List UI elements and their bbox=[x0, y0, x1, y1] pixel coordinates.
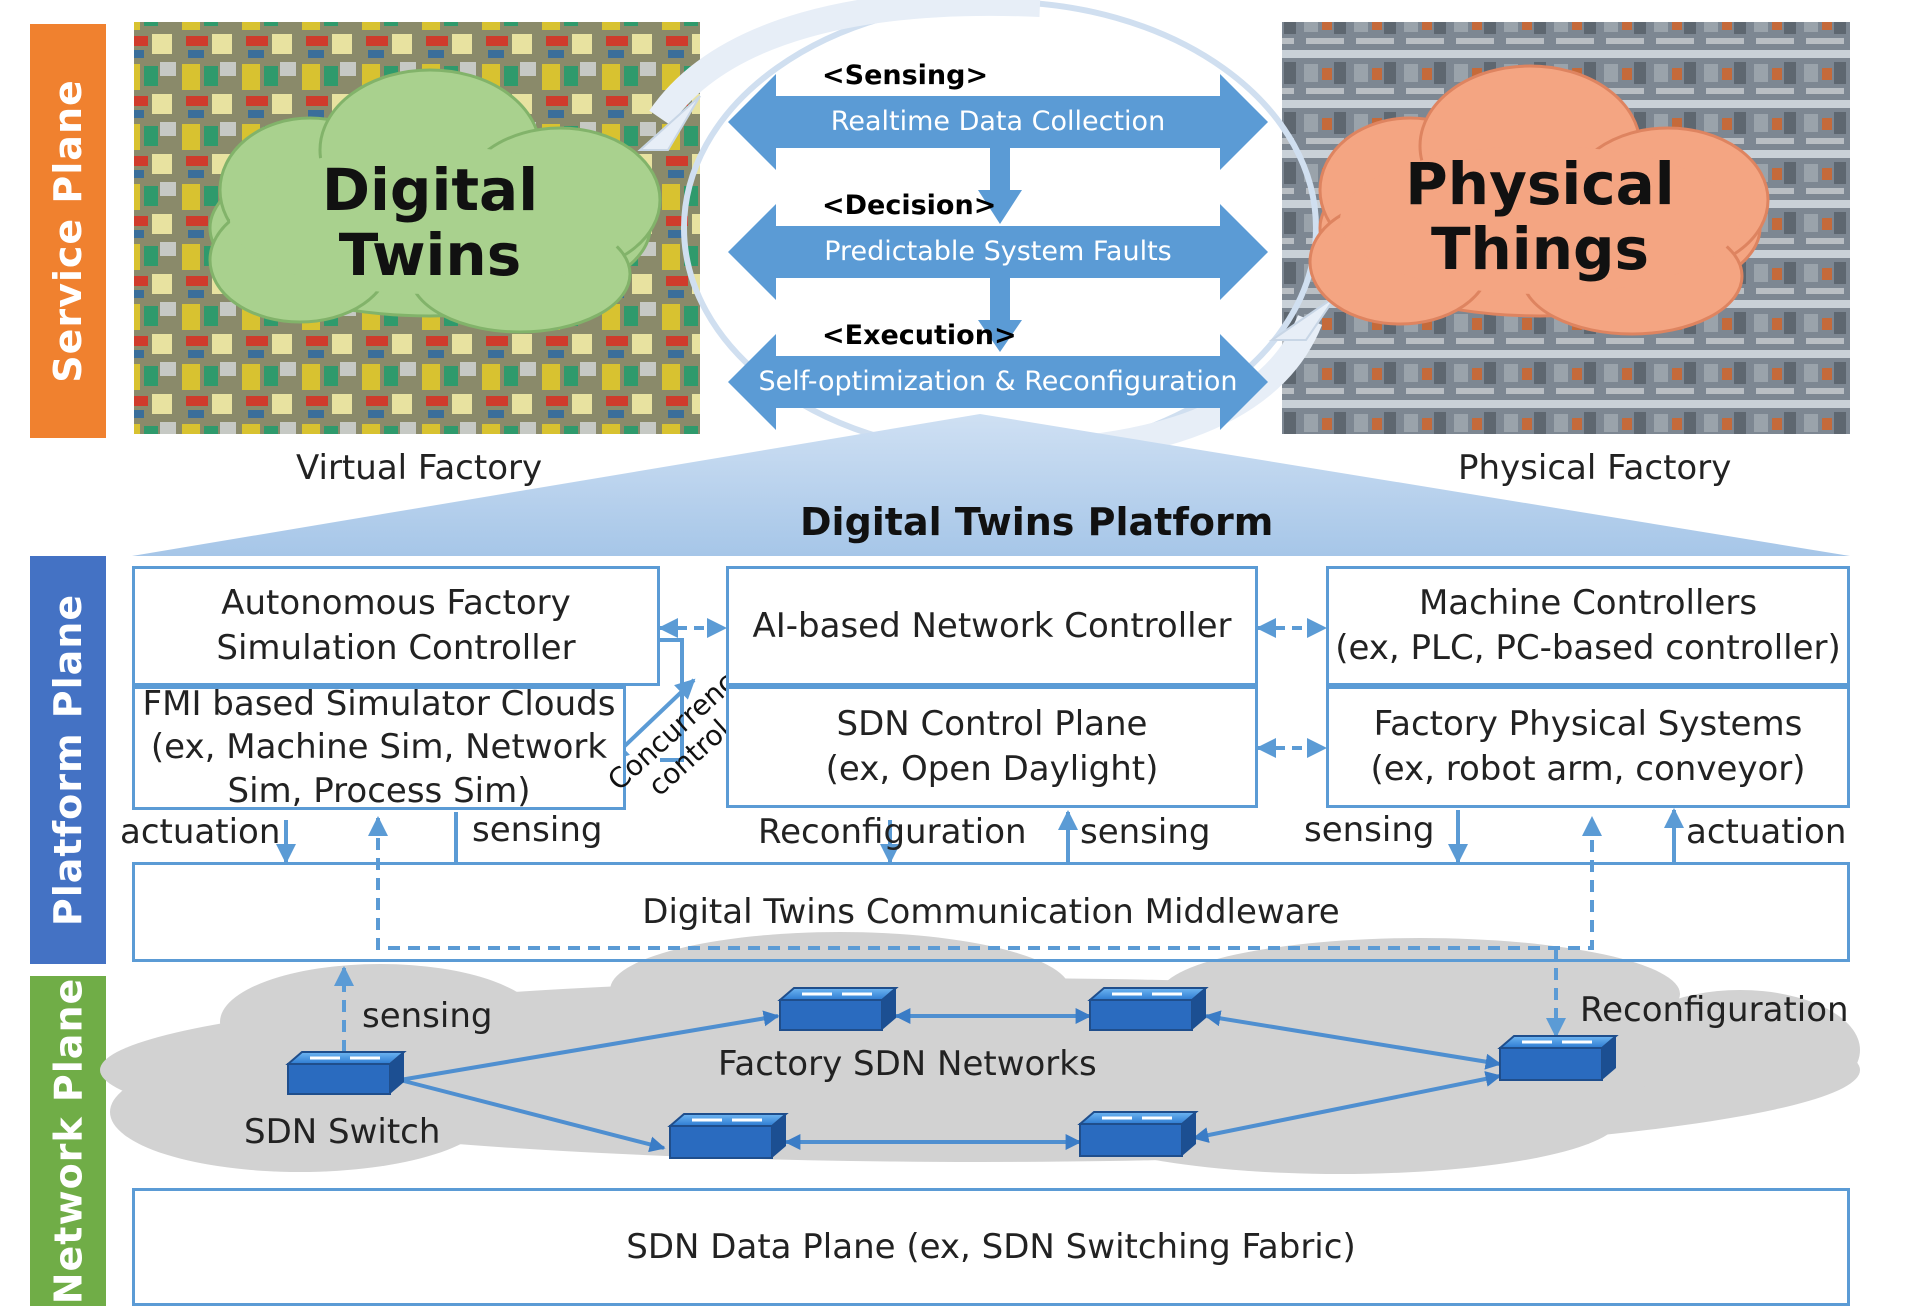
sensing-tag: <Sensing> bbox=[822, 60, 989, 91]
ai-network-controller-text: AI-based Network Controller bbox=[752, 605, 1232, 646]
actuation-left-label: actuation bbox=[120, 812, 281, 852]
sdn-control-plane-text: SDN Control Plane (ex, Open Daylight) bbox=[825, 704, 1159, 789]
sensing-band-text: Realtime Data Collection bbox=[830, 106, 1166, 137]
network-reconfiguration-label: Reconfiguration bbox=[1580, 990, 1849, 1030]
factory-physical-systems-text: Factory Physical Systems (ex, robot arm,… bbox=[1370, 704, 1806, 789]
machine-controllers-text: Machine Controllers (ex, PLC, PC-based c… bbox=[1335, 583, 1841, 668]
machine-controllers-box: Machine Controllers (ex, PLC, PC-based c… bbox=[1326, 566, 1850, 686]
communication-middleware-box: Digital Twins Communication Middleware bbox=[132, 862, 1850, 962]
autonomous-factory-box: Autonomous Factory Simulation Controller bbox=[132, 566, 660, 686]
sensing-right-label: sensing bbox=[1304, 810, 1435, 850]
fmi-simulator-box: FMI based Simulator Clouds (ex, Machine … bbox=[132, 684, 626, 811]
physical-things-title: Physical Things bbox=[1405, 150, 1675, 283]
cycle-arrow-left bbox=[649, 0, 1041, 126]
band-decision bbox=[728, 204, 1268, 300]
communication-middleware-text: Digital Twins Communication Middleware bbox=[642, 891, 1340, 932]
sdn-switch-icon bbox=[1077, 1111, 1199, 1157]
digital-twins-title: Digital Twins bbox=[321, 156, 539, 289]
platform-plane-label: Platform Plane bbox=[30, 556, 106, 964]
sensing-left-label: sensing bbox=[472, 810, 603, 850]
sensing-mid-label: sensing bbox=[1080, 812, 1211, 852]
sdn-switch-icon bbox=[285, 1051, 407, 1095]
autonomous-factory-text: Autonomous Factory Simulation Controller bbox=[216, 583, 576, 668]
sdn-switch-icon bbox=[1087, 987, 1209, 1031]
ai-network-controller-box: AI-based Network Controller bbox=[726, 566, 1258, 686]
actuation-right-label: actuation bbox=[1686, 812, 1847, 852]
platform-trapezoid bbox=[132, 414, 1850, 556]
sdn-data-plane-text: SDN Data Plane (ex, SDN Switching Fabric… bbox=[626, 1226, 1356, 1267]
band-execution bbox=[728, 334, 1268, 430]
platform-title: Digital Twins Platform bbox=[800, 500, 1274, 544]
sdn-switch-icon bbox=[777, 987, 899, 1031]
decision-band-text: Predictable System Faults bbox=[824, 236, 1172, 267]
virtual-factory-caption: Virtual Factory bbox=[296, 448, 543, 488]
sdn-switch-label: SDN Switch bbox=[244, 1112, 441, 1152]
execution-band-text: Self-optimization & Reconfiguration bbox=[758, 366, 1238, 397]
service-plane-label: Service Plane bbox=[30, 24, 106, 438]
factory-physical-systems-box: Factory Physical Systems (ex, robot arm,… bbox=[1326, 686, 1850, 808]
factory-sdn-networks-label: Factory SDN Networks bbox=[718, 1044, 1097, 1084]
decision-tag: <Decision> bbox=[822, 190, 997, 221]
sdn-switch-icon bbox=[1497, 1035, 1619, 1081]
network-sensing-label: sensing bbox=[362, 996, 493, 1036]
fmi-simulator-text: FMI based Simulator Clouds (ex, Machine … bbox=[142, 683, 616, 811]
execution-tag: <Execution> bbox=[822, 320, 1017, 351]
sdn-control-plane-box: SDN Control Plane (ex, Open Daylight) bbox=[726, 686, 1258, 808]
reconfiguration-platform-label: Reconfiguration bbox=[758, 812, 1027, 852]
sdn-switch-icon bbox=[667, 1113, 789, 1159]
network-plane-label: Network Plane bbox=[30, 976, 106, 1306]
physical-factory-caption: Physical Factory bbox=[1458, 448, 1732, 488]
sdn-data-plane-box: SDN Data Plane (ex, SDN Switching Fabric… bbox=[132, 1188, 1850, 1306]
band-sensing bbox=[728, 74, 1268, 170]
